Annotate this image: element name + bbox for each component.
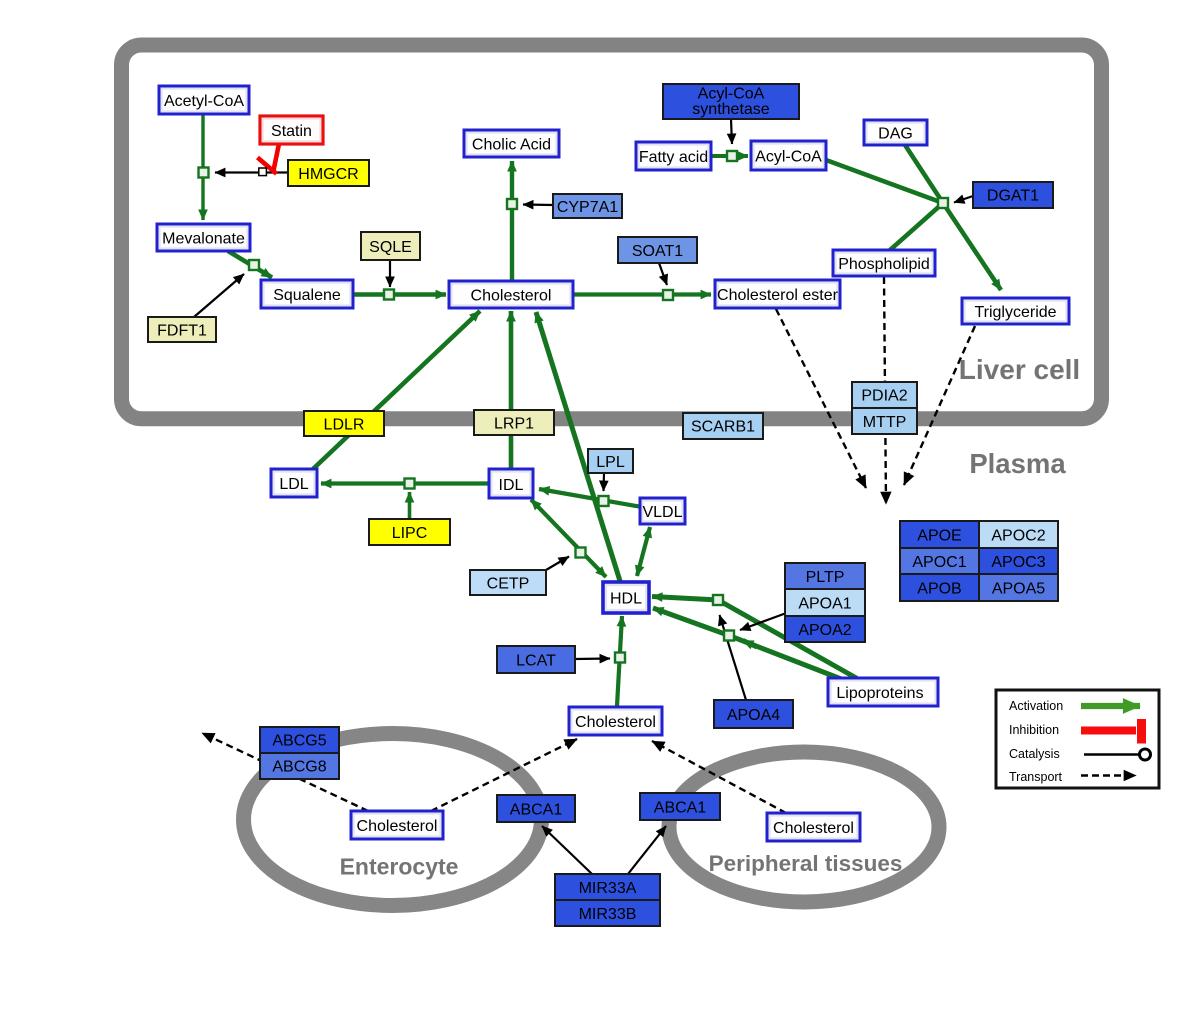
svg-text:ABCA1: ABCA1	[510, 802, 563, 819]
svg-text:Cholesterol: Cholesterol	[357, 818, 438, 835]
svg-text:Liver cell: Liver cell	[959, 354, 1080, 385]
svg-text:Cholesterol ester: Cholesterol ester	[717, 287, 839, 304]
svg-text:Statin: Statin	[271, 123, 312, 140]
svg-text:Acetyl-CoA: Acetyl-CoA	[164, 93, 244, 110]
svg-text:LCAT: LCAT	[516, 653, 556, 670]
svg-text:SCARB1: SCARB1	[691, 419, 755, 436]
svg-text:MTTP: MTTP	[863, 414, 907, 431]
svg-text:LRP1: LRP1	[494, 416, 534, 433]
svg-text:APOA5: APOA5	[992, 581, 1045, 598]
svg-text:Cholic Acid: Cholic Acid	[472, 137, 551, 154]
svg-text:HDL: HDL	[610, 591, 642, 608]
svg-text:ABCG8: ABCG8	[272, 759, 326, 776]
svg-text:DGAT1: DGAT1	[987, 188, 1039, 205]
svg-text:CYP7A1: CYP7A1	[557, 199, 618, 216]
svg-text:synthetase: synthetase	[692, 101, 769, 118]
svg-text:CETP: CETP	[487, 576, 530, 593]
svg-text:MIR33B: MIR33B	[579, 906, 637, 923]
svg-text:Activation: Activation	[1009, 699, 1063, 713]
svg-text:VLDL: VLDL	[642, 504, 682, 521]
svg-text:APOC2: APOC2	[991, 528, 1045, 545]
svg-text:APOC3: APOC3	[991, 554, 1045, 571]
svg-text:Enterocyte: Enterocyte	[340, 854, 459, 880]
svg-text:APOA1: APOA1	[798, 596, 851, 613]
svg-text:Mevalonate: Mevalonate	[162, 231, 245, 248]
svg-text:Plasma: Plasma	[969, 448, 1066, 479]
svg-text:APOA4: APOA4	[727, 707, 780, 724]
svg-text:Lipoproteins: Lipoproteins	[836, 685, 923, 702]
svg-text:Phospholipid: Phospholipid	[838, 256, 930, 273]
svg-text:Cholesterol: Cholesterol	[575, 714, 656, 731]
svg-text:Catalysis: Catalysis	[1009, 747, 1060, 761]
svg-text:LDLR: LDLR	[324, 417, 365, 434]
svg-text:Triglyceride: Triglyceride	[974, 304, 1056, 321]
svg-text:PDIA2: PDIA2	[861, 388, 907, 405]
svg-text:PLTP: PLTP	[806, 569, 845, 586]
svg-text:APOC1: APOC1	[912, 554, 966, 571]
svg-text:FDFT1: FDFT1	[157, 323, 207, 340]
svg-text:ABCA1: ABCA1	[654, 800, 707, 817]
svg-text:LIPC: LIPC	[392, 525, 428, 542]
svg-text:LPL: LPL	[596, 454, 625, 471]
svg-text:APOE: APOE	[917, 528, 961, 545]
svg-text:Transport: Transport	[1009, 770, 1063, 784]
svg-text:DAG: DAG	[878, 126, 913, 143]
svg-text:Fatty acid: Fatty acid	[639, 149, 708, 166]
svg-text:ABCG5: ABCG5	[272, 733, 326, 750]
svg-text:Peripheral tissues: Peripheral tissues	[709, 851, 903, 876]
svg-text:HMGCR: HMGCR	[298, 166, 358, 183]
svg-text:SOAT1: SOAT1	[632, 243, 683, 260]
svg-text:APOA2: APOA2	[798, 622, 851, 639]
svg-text:Cholesterol: Cholesterol	[471, 288, 552, 305]
svg-text:Cholesterol: Cholesterol	[773, 820, 854, 837]
svg-text:IDL: IDL	[499, 477, 524, 494]
svg-text:APOB: APOB	[917, 581, 961, 598]
svg-text:MIR33A: MIR33A	[579, 880, 637, 897]
svg-text:Squalene: Squalene	[273, 287, 341, 304]
svg-text:Acyl-CoA: Acyl-CoA	[698, 86, 765, 103]
svg-text:Acyl-CoA: Acyl-CoA	[755, 149, 822, 166]
svg-text:SQLE: SQLE	[369, 239, 412, 256]
svg-text:LDL: LDL	[279, 476, 308, 493]
svg-text:Inhibition: Inhibition	[1009, 723, 1059, 737]
